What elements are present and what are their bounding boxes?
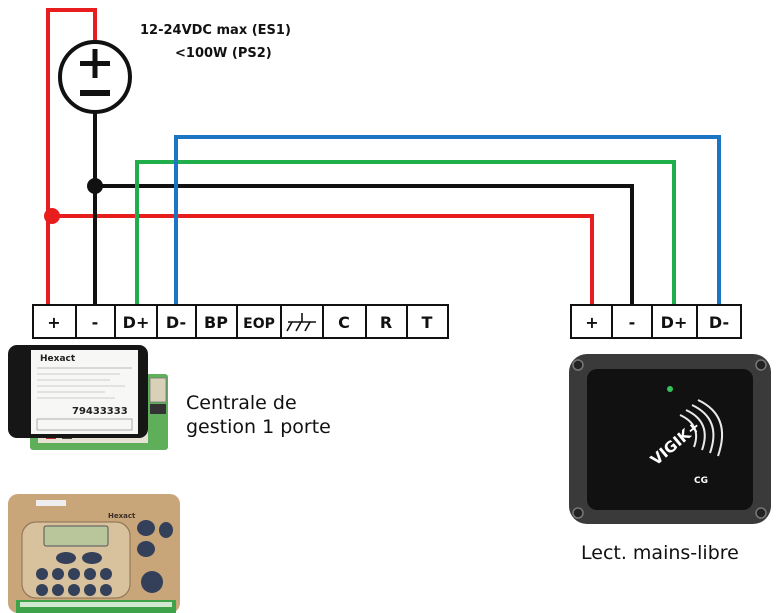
central-unit-device: Hexact 79433333 bbox=[8, 345, 168, 450]
reader-terminal-label: + bbox=[585, 313, 598, 332]
terminal-label: C bbox=[338, 313, 350, 332]
terminal-label: D+ bbox=[123, 313, 150, 332]
terminal-label: EOP bbox=[243, 316, 275, 332]
wire-positive-to-reader bbox=[48, 214, 594, 305]
central-unit-serial: 79433333 bbox=[72, 406, 128, 417]
central-unit-caption-line1: Centrale de bbox=[186, 392, 297, 414]
terminal-label: BP bbox=[204, 313, 228, 332]
wire-data-plus bbox=[135, 160, 676, 305]
terminal-label: D- bbox=[166, 313, 186, 332]
central-unit-caption-line2: gestion 1 porte bbox=[186, 416, 331, 438]
junction-negative bbox=[87, 178, 103, 194]
central-terminal-block: + - D+ D- BP EOP C R T bbox=[32, 304, 449, 339]
power-spec-line1: 12-24VDC max (ES1) bbox=[140, 23, 291, 38]
terminal-label: R bbox=[380, 313, 392, 332]
keypad-device: Hexact bbox=[8, 494, 180, 613]
reader-logo-sub: CG bbox=[694, 476, 708, 486]
power-spec-line2: <100W (PS2) bbox=[175, 46, 272, 61]
junction-positive bbox=[44, 208, 60, 224]
reader-terminal-block: + - D+ D- bbox=[570, 304, 742, 339]
reader-caption: Lect. mains-libre bbox=[581, 542, 739, 564]
wire-negative-to-reader bbox=[95, 184, 634, 305]
reader-terminal-label: D- bbox=[709, 313, 729, 332]
keypad-brand: Hexact bbox=[108, 512, 136, 520]
wire-positive bbox=[46, 8, 97, 305]
central-unit-brand: Hexact bbox=[40, 354, 76, 364]
reader-terminal-label: - bbox=[629, 313, 636, 332]
wire-data-minus bbox=[174, 135, 721, 305]
central-unit-caption: Centrale de gestion 1 porte bbox=[186, 391, 331, 439]
reader-terminal-label: D+ bbox=[661, 313, 688, 332]
power-supply-symbol bbox=[58, 40, 132, 114]
terminal-label: T bbox=[422, 313, 433, 332]
ground-symbol-icon bbox=[286, 313, 316, 332]
terminal-label: + bbox=[47, 313, 60, 332]
terminal-label: - bbox=[92, 313, 99, 332]
reader-device: VIGIK+ CG bbox=[569, 354, 771, 524]
